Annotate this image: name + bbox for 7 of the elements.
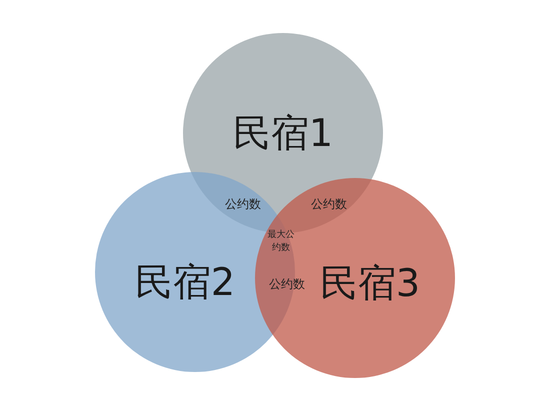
intersection-label: 最大公约数 xyxy=(266,228,296,254)
set-label: 民宿2 xyxy=(134,258,236,306)
intersection-label: 公约数 xyxy=(310,196,348,213)
set-label: 民宿3 xyxy=(320,260,420,306)
intersection-label: 公约数 xyxy=(224,196,262,213)
intersection-label: 公约数 xyxy=(268,276,306,293)
set-label: 民宿1 xyxy=(232,110,334,156)
